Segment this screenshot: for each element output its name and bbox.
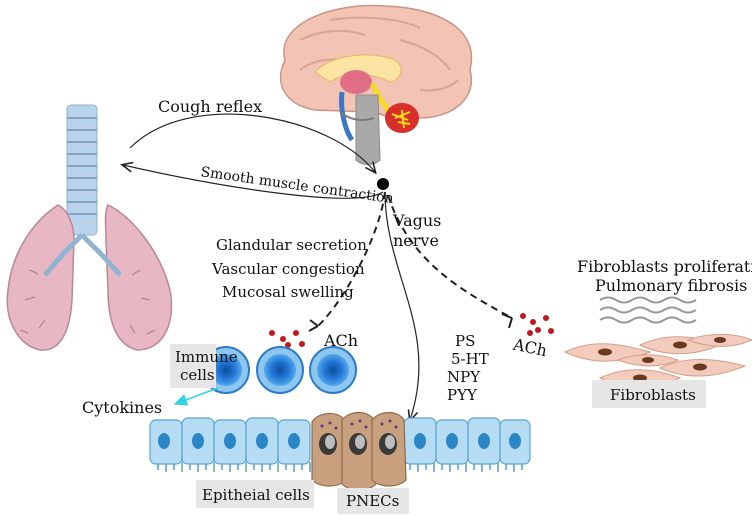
vagus-branch-immune <box>317 191 386 327</box>
ach-vesicles-right <box>520 313 554 336</box>
ach-vesicles-left <box>269 330 305 348</box>
ach-left-label: ACh <box>323 331 358 350</box>
npy-label: NPY <box>447 368 481 386</box>
vagus-branch-fibroblast <box>387 194 513 319</box>
pnec-cells <box>311 411 407 491</box>
5ht-label: 5-HT <box>451 350 489 368</box>
cytokine-arrow <box>173 387 219 406</box>
mucosal-label: Mucosal swelling <box>222 283 354 301</box>
vagus-label: Vagus <box>392 211 441 230</box>
brain-illustration <box>279 4 473 165</box>
cough-reflex-arrow <box>129 113 375 172</box>
pnecs-label-box <box>337 488 409 514</box>
pulmonary-fibrosis-label: Pulmonary fibrosis <box>595 276 747 295</box>
fibroblast-nuclei <box>598 337 726 382</box>
immune-label-line2: cells <box>180 366 215 384</box>
lungs-illustration <box>6 104 173 351</box>
vascular-label: Vascular congestion <box>211 260 365 278</box>
epithelial-label-box <box>196 480 314 508</box>
epithelial-layer <box>149 417 531 472</box>
pyy-label: PYY <box>447 386 478 404</box>
efferent-arrow <box>123 165 384 199</box>
immune-label-box <box>170 344 216 388</box>
nerve-label: nerve <box>393 231 439 250</box>
pnecs-label: PNECs <box>346 492 399 510</box>
fibrosis-lines <box>599 296 697 324</box>
immune-label-line1: Immune <box>175 348 238 366</box>
vagus-node <box>377 178 389 190</box>
epithelial-label: Epitheial cells <box>202 486 310 504</box>
ps-label: PS <box>455 332 475 350</box>
vagus-branch-pnec <box>384 191 420 420</box>
ach-right-label: ACh <box>511 334 549 360</box>
fibroblast-cells <box>563 333 752 388</box>
cough-reflex-label: Cough reflex <box>158 97 262 116</box>
fibroblasts-label: Fibroblasts <box>610 386 696 404</box>
fibroblasts-label-box <box>592 380 706 408</box>
fibroblasts-proliferation-label: Fibroblasts proliferation <box>577 257 752 276</box>
glandular-label: Glandular secretion <box>216 236 367 254</box>
cytokines-label: Cytokines <box>82 398 162 417</box>
